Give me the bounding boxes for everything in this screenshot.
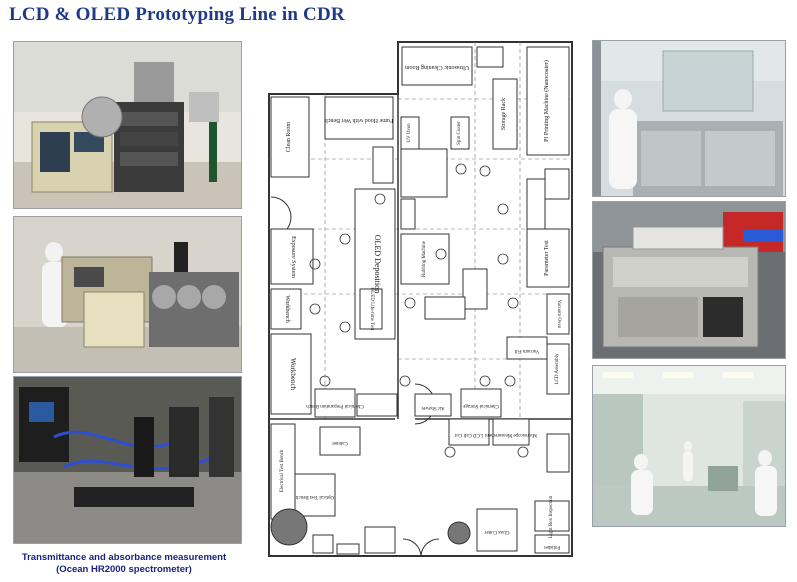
room-polisher <box>534 534 570 554</box>
room-lcd-cell-cut <box>448 418 490 446</box>
photo-cleanroom-interior <box>592 365 786 527</box>
label-workbench-2: Workbench <box>289 358 297 391</box>
label-parameter-test: Parameter Test <box>544 240 550 276</box>
room-storage-rack <box>492 78 518 150</box>
label-lcd-cell-cut: LCD Cell Cut <box>454 432 483 437</box>
label-ultrasonic: Ultrasonic Cleaning Room <box>405 64 470 70</box>
box-small-3 <box>364 526 396 554</box>
tank-2 <box>447 521 471 545</box>
sink <box>476 46 504 68</box>
label-oled-deposition: OLED Deposition <box>373 235 382 293</box>
room-cabinet <box>319 426 361 456</box>
label-clean-room: Clean Room <box>286 122 292 152</box>
room-chemical-prep <box>314 388 356 418</box>
page-title: LCD & OLED Prototyping Line in CDR <box>9 4 345 25</box>
room-vacuum-oven <box>546 293 570 335</box>
room-oled-lifetime <box>359 288 383 330</box>
box-small-2 <box>336 543 360 555</box>
photo-deposition-system <box>13 41 242 209</box>
label-rubbing: Rubbing Machine <box>422 240 427 277</box>
room-pi-printing <box>526 46 570 156</box>
room-light-box <box>534 500 570 532</box>
label-chemical-prep: Chemical Preparation Bench <box>306 403 364 408</box>
label-cabinet: Cabinet <box>332 440 348 445</box>
room-optical-test <box>294 473 336 517</box>
room-exposure-system <box>270 228 314 285</box>
label-polisher: Polisher <box>543 544 560 549</box>
label-vacuum-fill: Vacuum Fill <box>514 348 539 353</box>
label-oled-lifetime: OLED Life-time Test <box>369 288 374 331</box>
room-vacuum-fill-2 <box>356 393 398 417</box>
room-parameter-test <box>526 228 570 288</box>
caption: Transmittance and absorbance measurement… <box>10 552 238 576</box>
label-workbench-1: Workbench <box>284 295 290 323</box>
room-spray-coater <box>526 178 546 230</box>
label-lcd-assembly: LCD Assembly <box>555 353 560 384</box>
room-clean-room <box>270 96 310 178</box>
room-chemical-storage-2 <box>546 433 570 473</box>
label-glass-cutter: Glass Cutter <box>484 529 509 534</box>
room-lcd-assembly <box>546 343 570 395</box>
label-light-box: Light Box Inspection <box>549 495 554 538</box>
label-spin-coater: Spin Coater <box>457 121 462 145</box>
caption-line-1: Transmittance and absorbance measurement <box>21 552 227 563</box>
room-workbench-2 <box>270 333 312 415</box>
room-rh-controller <box>400 148 448 198</box>
room-microscope <box>492 418 530 446</box>
label-fume-hood: Fume Hood with Wet Bench <box>325 117 393 123</box>
room-spin-coater <box>450 116 470 150</box>
label-electrical-test: Electrical Test Bench <box>280 449 285 492</box>
label-chemical-storage: Chemical Storage <box>462 403 498 408</box>
photo-wet-bench-operator <box>592 40 786 197</box>
tank-1 <box>270 508 308 546</box>
room-fume-hood <box>324 96 394 140</box>
room-ultrasonic-cleaning <box>401 46 473 86</box>
room-air-shower <box>414 393 452 417</box>
box-small-1 <box>312 534 334 554</box>
label-air-shower: Air Shower <box>421 405 445 410</box>
label-storage: Storage Rack <box>501 98 507 130</box>
label-uv-oven: UV Oven <box>407 123 412 143</box>
room-vacuum-fill <box>506 336 548 360</box>
photo-spectrometer-setup <box>13 376 242 544</box>
room-glass-cutter <box>476 508 518 552</box>
room-chemical-storage <box>460 388 502 418</box>
label-pi-printing: PI Printing Machine (Nanocoater) <box>543 60 550 142</box>
room-exposure-2 <box>424 296 466 320</box>
room-workbench-1 <box>270 288 302 330</box>
label-microscope: Microscope Measurement <box>484 432 537 437</box>
floorplan: Ultrasonic Cleaning Room Storage Rack PI… <box>265 39 578 560</box>
room-working-bench <box>462 268 488 310</box>
room-dry-box <box>400 198 416 230</box>
caption-line-2: (Ocean HR2000 spectrometer) <box>56 564 192 575</box>
label-vacuum-oven: Vacuum Oven <box>556 300 561 329</box>
photo-vacuum-oven <box>592 201 786 359</box>
box-controller <box>372 146 394 184</box>
label-exposure: Exposure System <box>290 236 296 278</box>
label-optical-test: Optical Test Bench <box>295 494 334 499</box>
photo-cleanroom-operator-equipment <box>13 216 242 373</box>
room-process-oven <box>544 168 570 200</box>
